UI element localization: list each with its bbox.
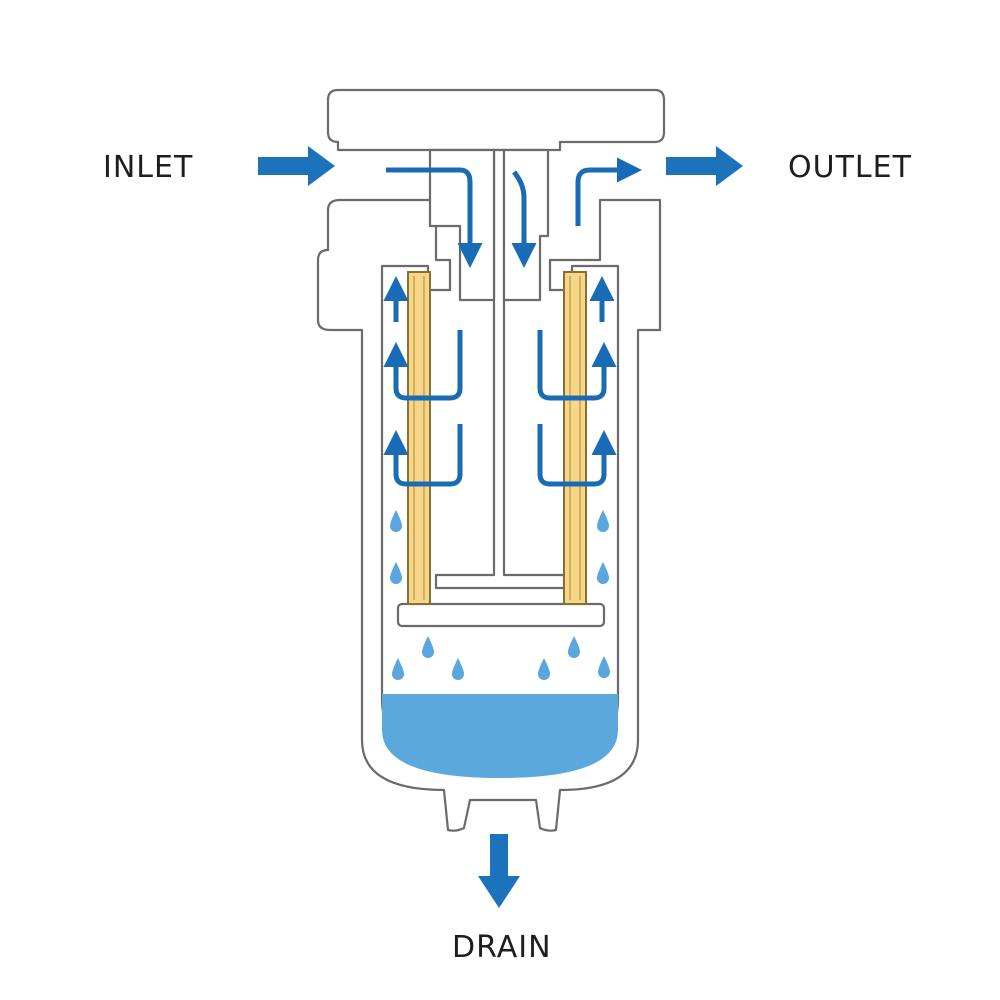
filter-element-left <box>407 271 431 605</box>
inlet-arrow-icon <box>258 146 335 186</box>
baffle-plate <box>396 602 606 628</box>
outlet-arrow-icon <box>666 146 743 186</box>
flow-arrow-uturn-left-1 <box>383 330 463 401</box>
droplet-icon <box>390 510 402 532</box>
flow-arrow-uturn-left-2 <box>383 424 463 487</box>
flow-arrow-uturn-right-1 <box>537 330 617 401</box>
flow-arrow-inlet <box>386 167 483 268</box>
drain-label: DRAIN <box>452 930 552 965</box>
inlet-label: INLET <box>103 150 193 185</box>
flow-arrow-uturn-right-2 <box>537 424 617 487</box>
flow-arrow-outlet <box>575 157 642 226</box>
droplet-icon <box>598 656 610 678</box>
droplet-icon <box>452 658 464 680</box>
drain-arrow-icon <box>478 834 520 908</box>
collected-water <box>382 694 618 778</box>
outlet-label: OUTLET <box>788 150 912 185</box>
flow-arrow-center <box>511 170 537 268</box>
droplet-icon <box>422 636 434 658</box>
droplet-icon <box>597 562 609 584</box>
droplet-icon <box>390 562 402 584</box>
filter-head <box>326 88 666 152</box>
droplet-icon <box>568 636 580 658</box>
water-droplets <box>390 510 610 680</box>
droplet-icon <box>597 510 609 532</box>
droplet-icon <box>538 658 550 680</box>
droplet-icon <box>392 658 404 680</box>
filter-element-right <box>563 271 587 605</box>
